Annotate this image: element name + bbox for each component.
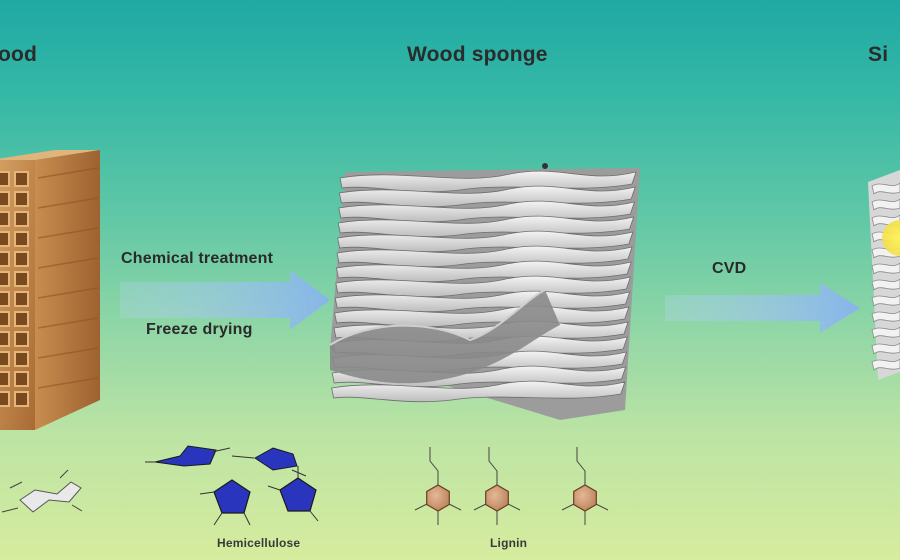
wood-cell bbox=[0, 211, 10, 227]
wood-cell bbox=[14, 371, 29, 387]
wood-title: ood bbox=[0, 43, 38, 66]
wood-grain bbox=[37, 257, 99, 269]
lignin-substituents bbox=[414, 503, 462, 525]
wood-grain-lines bbox=[37, 167, 99, 389]
wood-cell bbox=[14, 291, 29, 307]
wood-cell bbox=[14, 391, 29, 407]
wood-grain bbox=[37, 287, 99, 299]
wood-cell bbox=[0, 171, 10, 187]
step-freeze-drying: Freeze drying bbox=[146, 321, 253, 338]
product-layer bbox=[871, 198, 900, 211]
lignin-monomer bbox=[561, 447, 609, 525]
wood-cell bbox=[14, 211, 29, 227]
wood-cell-grid bbox=[0, 171, 29, 407]
wood-cell bbox=[0, 231, 10, 247]
wood-cell bbox=[14, 231, 29, 247]
wood-block-side bbox=[35, 150, 100, 430]
wood-cell bbox=[0, 371, 10, 387]
wood-cell bbox=[0, 191, 10, 207]
lignin-ring bbox=[426, 484, 450, 512]
wood-grain bbox=[37, 377, 99, 389]
lignin-side-chain bbox=[576, 447, 586, 485]
wood-cell bbox=[0, 391, 10, 407]
catalyst-particle bbox=[882, 220, 900, 256]
pentagon-ring-1 bbox=[213, 479, 251, 514]
lignin-side-chain bbox=[488, 447, 498, 485]
product-layer bbox=[871, 342, 900, 355]
lignin-ring bbox=[485, 484, 509, 512]
lignin-side-chain bbox=[429, 447, 439, 485]
wood-grain bbox=[37, 317, 99, 329]
wood-cell bbox=[0, 291, 10, 307]
product-title: Si bbox=[868, 43, 889, 66]
lignin-monomer bbox=[473, 447, 521, 525]
sponge-layer bbox=[331, 380, 626, 403]
product-layer bbox=[871, 326, 900, 339]
lignin-substituents bbox=[561, 503, 609, 525]
wood-cell bbox=[14, 331, 29, 347]
wood-cell bbox=[0, 311, 10, 327]
step-chemical-treatment: Chemical treatment bbox=[121, 250, 274, 267]
step-cvd: CVD bbox=[712, 260, 747, 277]
wood-cell bbox=[0, 331, 10, 347]
product-layer bbox=[871, 182, 900, 195]
wood-sponge-illustration bbox=[329, 163, 640, 420]
product-layer bbox=[871, 294, 900, 307]
lignin-monomer bbox=[414, 447, 462, 525]
wood-block-top bbox=[0, 150, 100, 160]
wood-cell bbox=[14, 171, 29, 187]
cellulose-molecule-illustration bbox=[1, 469, 83, 513]
wood-cell bbox=[0, 251, 10, 267]
product-block-illustration bbox=[868, 170, 900, 380]
wood-grain bbox=[37, 167, 99, 179]
wood-cell bbox=[0, 351, 10, 367]
process-arrow-1 bbox=[120, 270, 330, 330]
wood-cell bbox=[14, 251, 29, 267]
wood-grain bbox=[37, 347, 99, 359]
wood-cell bbox=[14, 351, 29, 367]
wood-sponge-title: Wood sponge bbox=[407, 43, 548, 66]
hemicellulose-molecules bbox=[145, 445, 319, 526]
hemicellulose-label: Hemicellulose bbox=[217, 536, 301, 550]
product-layer bbox=[871, 358, 900, 371]
product-layer bbox=[871, 262, 900, 275]
lignin-label: Lignin bbox=[490, 536, 528, 550]
process-arrow-2 bbox=[665, 283, 860, 333]
wood-cell bbox=[14, 311, 29, 327]
product-layer bbox=[871, 310, 900, 323]
lignin-ring bbox=[573, 484, 597, 512]
wood-cell bbox=[14, 271, 29, 287]
lignin-molecules bbox=[414, 447, 609, 525]
pentagon-ring-2 bbox=[279, 477, 317, 512]
wood-cell bbox=[14, 191, 29, 207]
product-layer bbox=[871, 278, 900, 291]
wood-grain bbox=[37, 227, 99, 239]
lignin-substituents bbox=[473, 503, 521, 525]
wood-grain bbox=[37, 197, 99, 209]
wood-block-illustration bbox=[0, 150, 100, 430]
wood-cell bbox=[0, 271, 10, 287]
